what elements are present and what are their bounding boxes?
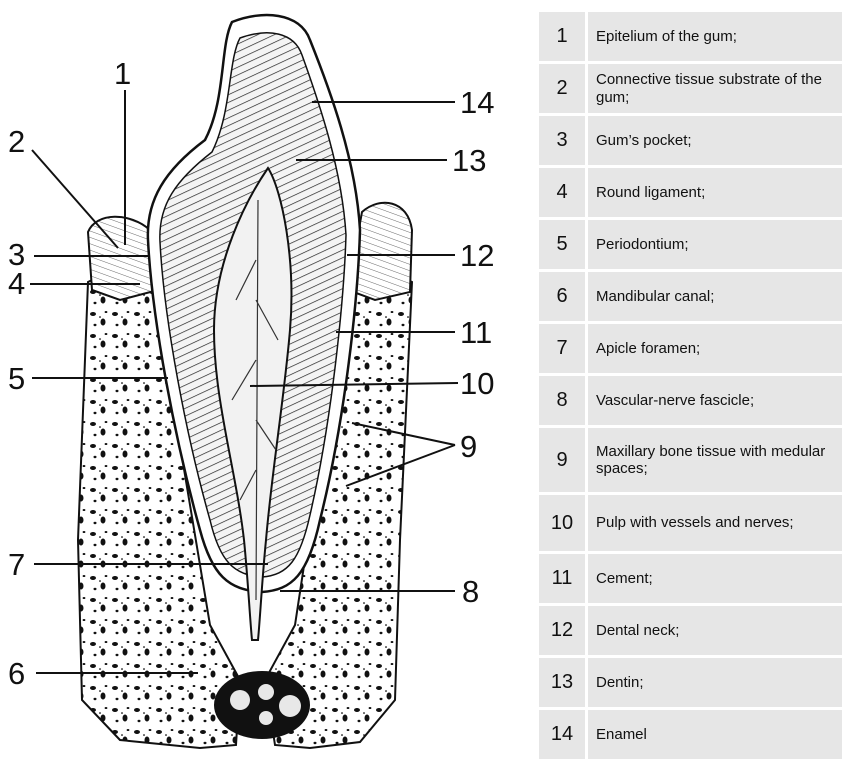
legend-label: Enamel — [588, 710, 842, 759]
canal-vessel-3 — [279, 695, 301, 717]
legend-num: 13 — [539, 658, 588, 707]
legend-label: Apicle foramen; — [588, 324, 842, 373]
canal-vessel-1 — [230, 690, 250, 710]
callout-9: 9 — [460, 429, 477, 464]
legend-label: Vascular-nerve fascicle; — [588, 376, 842, 425]
legend-num: 14 — [539, 710, 588, 759]
callout-13: 13 — [452, 143, 486, 178]
legend-num: 2 — [539, 64, 588, 113]
legend-label: Connective tissue substrate of the gum; — [588, 64, 842, 113]
legend-num: 10 — [539, 495, 588, 551]
canal-vessel-2 — [258, 684, 274, 700]
legend-label: Epitelium of the gum; — [588, 12, 842, 61]
legend-num: 8 — [539, 376, 588, 425]
legend-label: Round ligament; — [588, 168, 842, 217]
callout-1: 1 — [114, 56, 131, 91]
callout-5: 5 — [8, 361, 25, 396]
legend-label: Maxillary bone tissue with medular space… — [588, 428, 842, 492]
legend-num: 12 — [539, 606, 588, 655]
callout-12: 12 — [460, 238, 494, 273]
canal-vessel-4 — [259, 711, 273, 725]
legend-num: 4 — [539, 168, 588, 217]
callout-14: 14 — [460, 85, 494, 120]
legend-num: 6 — [539, 272, 588, 321]
legend-label: Mandibular canal; — [588, 272, 842, 321]
legend-label: Dentin; — [588, 658, 842, 707]
callout-7: 7 — [8, 547, 25, 582]
legend-label: Dental neck; — [588, 606, 842, 655]
tooth-cross-section-diagram: 1 2 3 4 5 6 7 8 9 10 11 12 13 14 — [0, 0, 530, 765]
legend-label: Periodontium; — [588, 220, 842, 269]
callout-8: 8 — [462, 574, 479, 609]
callout-11: 11 — [460, 315, 492, 350]
legend-num: 7 — [539, 324, 588, 373]
callout-10: 10 — [460, 366, 494, 401]
callout-2: 2 — [8, 124, 25, 159]
legend-num: 1 — [539, 12, 588, 61]
legend-label: Gum’s pocket; — [588, 116, 842, 165]
legend-label: Cement; — [588, 554, 842, 603]
legend-num: 3 — [539, 116, 588, 165]
legend-num: 9 — [539, 428, 588, 492]
legend-num: 5 — [539, 220, 588, 269]
legend-label: Pulp with vessels and nerves; — [588, 495, 842, 551]
callout-4: 4 — [8, 266, 25, 301]
callout-6: 6 — [8, 656, 25, 691]
leader-2 — [32, 150, 118, 248]
legend-num: 11 — [539, 554, 588, 603]
